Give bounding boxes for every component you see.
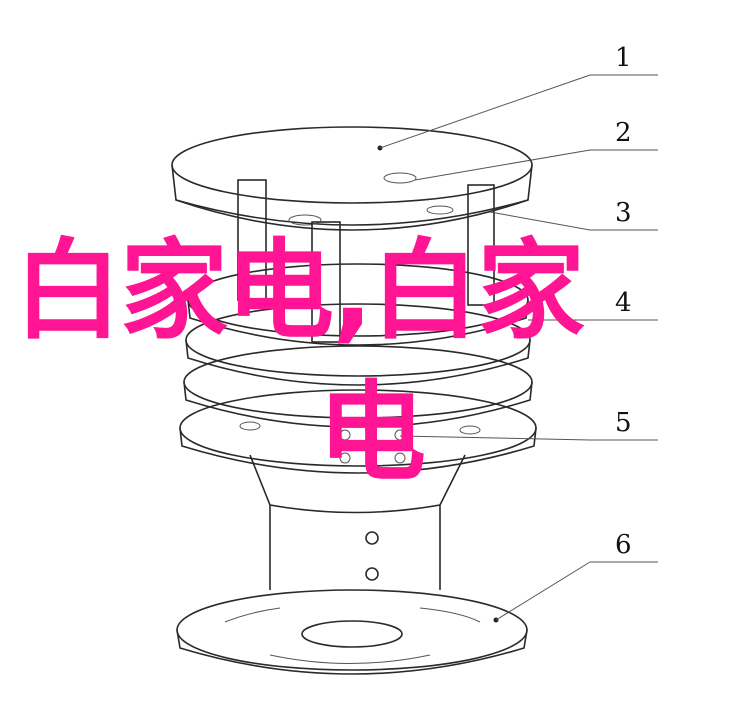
shield-plates [183, 263, 533, 428]
support-rods [237, 179, 495, 343]
mounting-plate [179, 389, 537, 474]
top-cap [171, 126, 533, 231]
callout-number-5: 5 [615, 408, 632, 438]
leader-lines [379, 74, 658, 621]
callout-number-1: 1 [615, 43, 632, 73]
base-disc [176, 589, 528, 675]
overlay-text-line1: 白家电,白家 [14, 229, 585, 354]
housing [249, 454, 466, 590]
callout-number-3: 3 [615, 198, 632, 228]
overlay-text-line2: 电 [318, 371, 427, 496]
callout-number-4: 4 [615, 288, 632, 318]
callout-number-2: 2 [615, 118, 632, 148]
callout-number-6: 6 [615, 530, 632, 560]
